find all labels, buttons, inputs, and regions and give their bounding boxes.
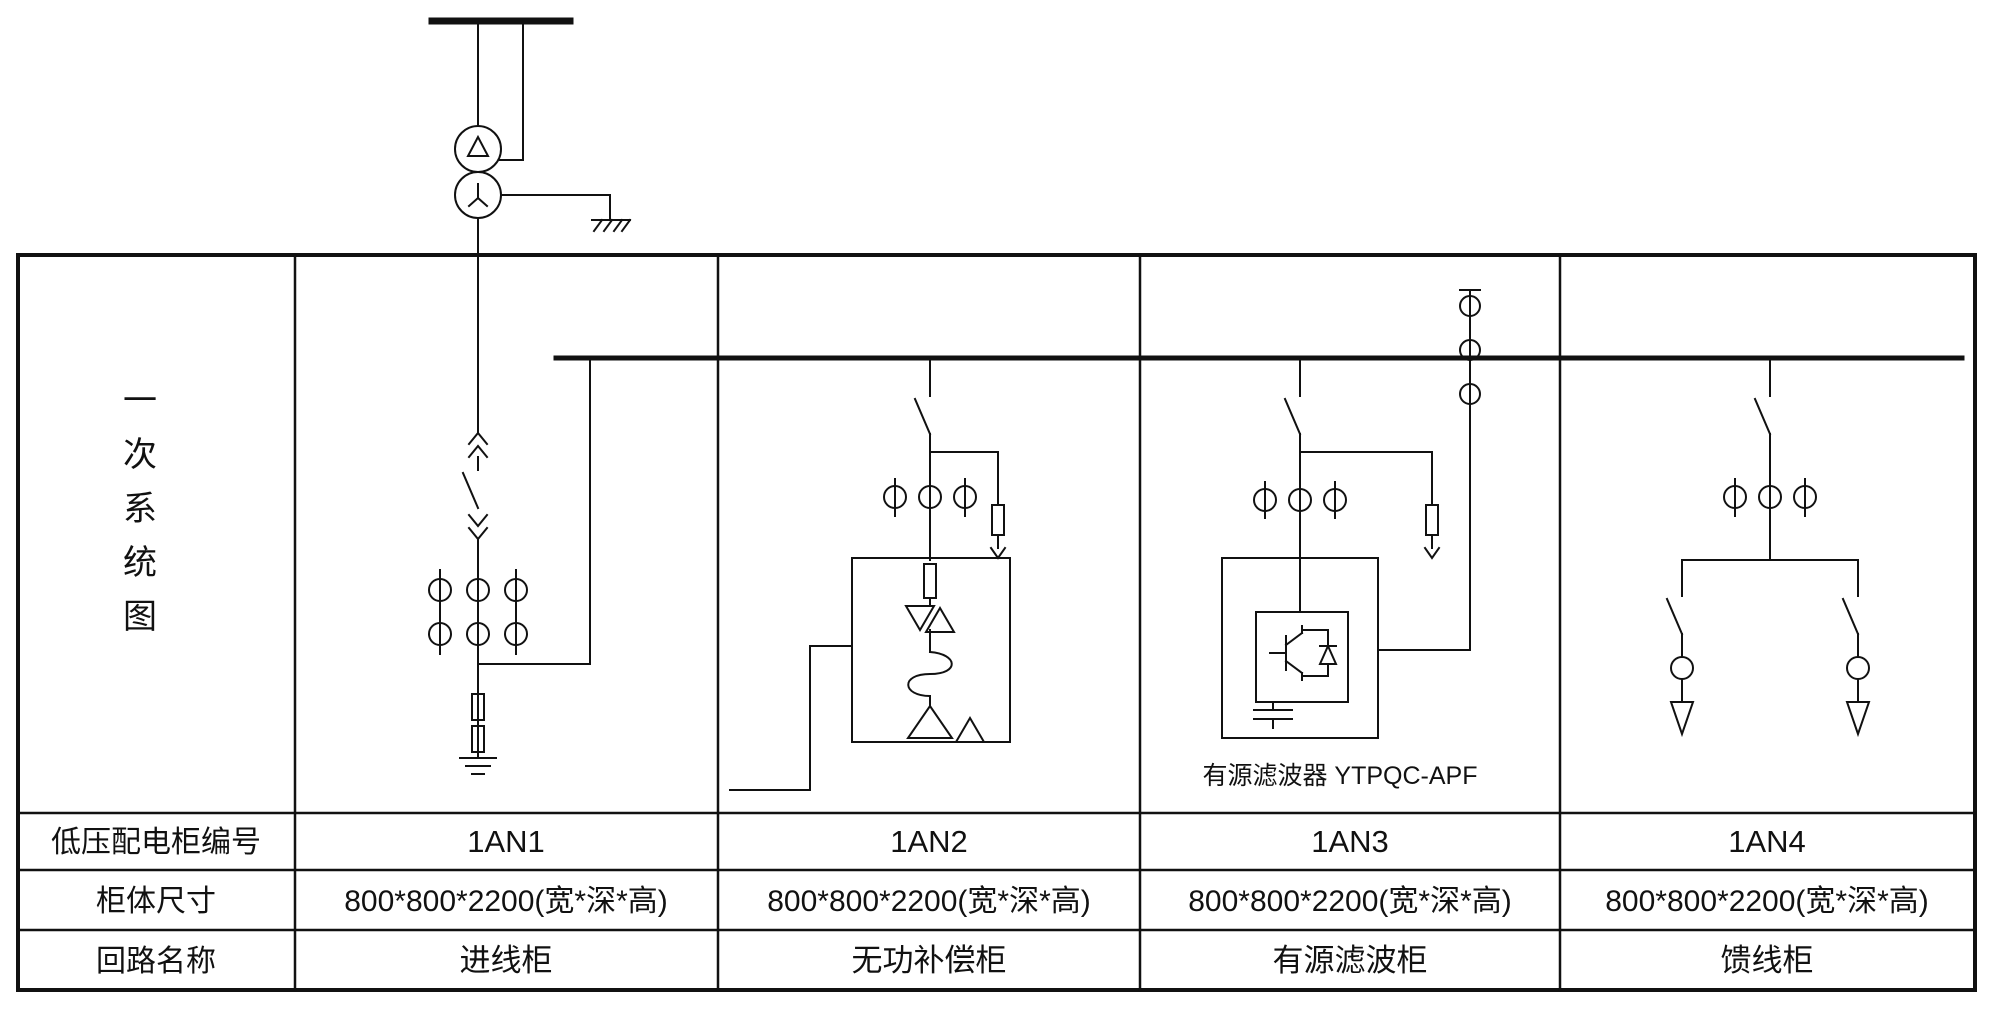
cabinet-size-1an2: 800*800*2200(宽*深*高)	[767, 885, 1091, 918]
switch-blade-icon	[1283, 397, 1302, 436]
drawout-contact-icon	[467, 513, 489, 541]
switch-blade-icon	[913, 397, 932, 436]
switch-blade-icon	[1665, 597, 1684, 636]
cabinet-number-1an2: 1AN2	[890, 824, 968, 859]
capacitor-bank-box	[851, 557, 1011, 743]
circuit-1an3-active-filter	[1221, 289, 1481, 739]
cabinet-number-1an3: 1AN3	[1311, 824, 1389, 859]
drawout-contact-icon	[467, 431, 489, 459]
ground-icon	[500, 194, 632, 233]
side-label-char: 图	[123, 598, 157, 636]
capacitor-delta-icon	[906, 704, 954, 739]
cabinet-number-1an1: 1AN1	[467, 824, 545, 859]
circuit-1an2-compensation	[729, 359, 1011, 791]
feeder-arrow-icon	[1845, 701, 1871, 738]
feeder-arrow-icon	[1669, 701, 1695, 738]
switch-blade-icon	[1841, 597, 1860, 636]
ct-icons	[883, 485, 977, 509]
reactor-icon	[907, 650, 953, 698]
ct-icons	[1253, 488, 1347, 512]
ct-icon	[1846, 656, 1870, 680]
breaker-blade-icon	[461, 471, 480, 510]
transformer-icon	[454, 125, 502, 219]
table-grid	[16, 253, 1977, 992]
cabinet-size-1an4: 800*800*2200(宽*深*高)	[1605, 885, 1929, 918]
fuse-icon	[923, 563, 937, 599]
ct-icon	[1670, 656, 1694, 680]
thyristor-icon	[904, 605, 936, 632]
side-label-char: 次	[123, 436, 157, 474]
circuit-name-1an3: 有源滤波柜	[1273, 943, 1428, 978]
igbt-module-box	[1255, 611, 1349, 703]
side-label-primary-system-diagram: 一 次 系 统 图	[123, 382, 157, 636]
fuse-icon	[471, 693, 485, 721]
side-label-char: 统	[123, 544, 157, 582]
source-bar	[428, 17, 574, 161]
side-label-char: 一	[123, 382, 157, 420]
busbar-tie	[477, 359, 591, 665]
capacitor-delta-icon	[954, 716, 986, 743]
arrester-icon	[991, 504, 1005, 536]
cabinet-size-1an3: 800*800*2200(宽*深*高)	[1188, 885, 1512, 918]
side-label-char: 系	[123, 490, 157, 528]
row-label-cabinet-number: 低压配电柜编号	[51, 826, 261, 859]
feeder-branch	[1665, 559, 1695, 738]
circuit-name-1an1: 进线柜	[460, 943, 553, 978]
cabinet-number-1an4: 1AN4	[1728, 824, 1806, 859]
ct-icons	[428, 578, 528, 646]
arrow-down-icon	[1423, 546, 1441, 560]
ct-riser	[1377, 289, 1471, 651]
thyristor-icon	[924, 606, 956, 633]
switch-blade-icon	[1753, 397, 1772, 436]
circuit-name-1an4: 馈线柜	[1721, 943, 1814, 978]
cabinet-size-1an1: 800*800*2200(宽*深*高)	[344, 885, 668, 918]
ground-icon	[459, 757, 497, 775]
igbt-icon	[1269, 625, 1338, 681]
dc-capacitor-icon	[1253, 701, 1293, 729]
ct-icons	[1459, 295, 1481, 405]
circuit-name-1an2: 无功补偿柜	[852, 943, 1007, 978]
circuit-1an4-feeder	[1665, 359, 1871, 738]
fuse-icon	[471, 725, 485, 753]
arrow-down-icon	[989, 546, 1007, 560]
arrester-icon	[1425, 504, 1439, 536]
apf-label: 有源滤波器 YTPQC-APF	[1202, 762, 1477, 790]
row-label-circuit-name: 回路名称	[96, 945, 216, 978]
row-label-cabinet-size: 柜体尺寸	[96, 885, 216, 918]
circuit-1an1-incoming	[428, 217, 591, 775]
feeder-branch	[1841, 559, 1871, 738]
ct-icons	[1723, 485, 1817, 509]
